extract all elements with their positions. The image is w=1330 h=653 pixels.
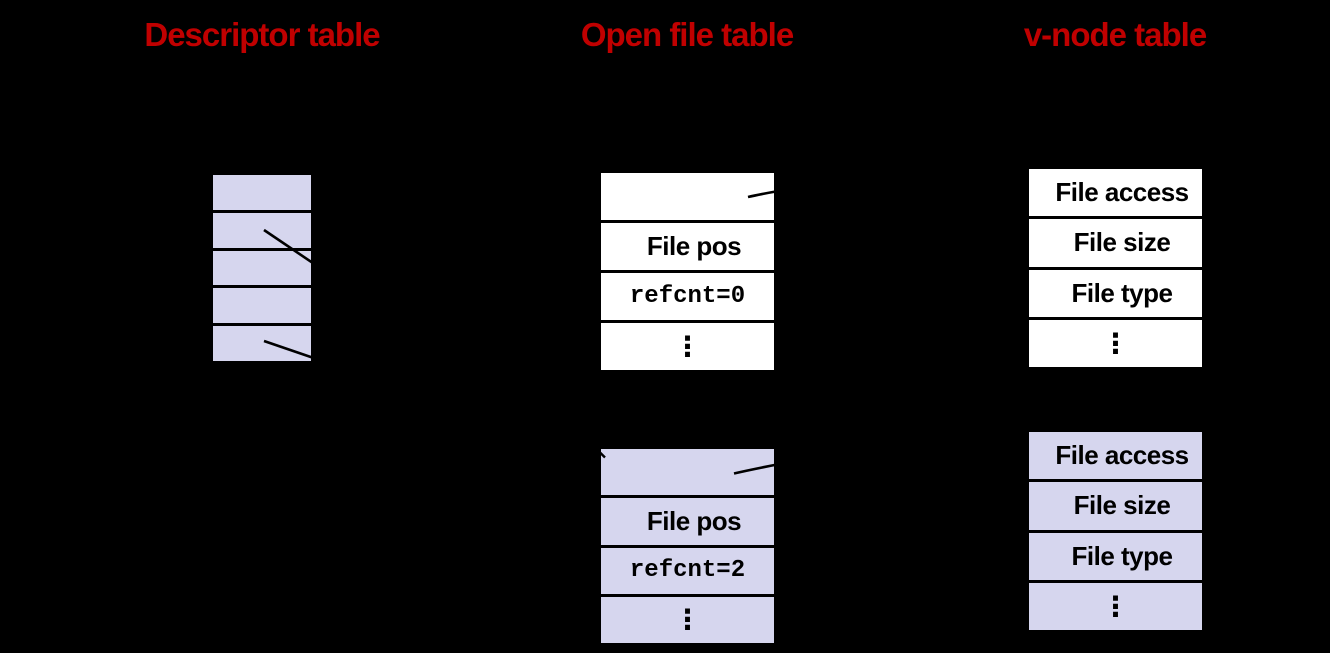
vnode-table-a: File access File size File type ⋮: [1027, 167, 1204, 369]
vnode-table-heading: v-node table: [1023, 16, 1207, 53]
open-file-a-refcnt-cell: refcnt=0: [601, 273, 774, 320]
open-file-b-ellipsis-cell: ⋮: [601, 596, 774, 643]
vnode-a-file-size-cell: File size: [1029, 219, 1202, 267]
vnode-table-b: File access File size File type ⋮: [1027, 430, 1204, 632]
open-file-b-to-vnode-b-arrow: [733, 422, 1030, 475]
open-file-table-a: File pos refcnt=0 ⋮: [599, 171, 776, 372]
open-file-table-heading: Open file table: [580, 16, 794, 53]
open-file-b-filepos-cell: File pos: [601, 498, 774, 545]
descriptor-row-fd1: [213, 212, 311, 248]
fd1-to-open-file-b-arrow: [263, 228, 598, 457]
descriptor-row-fd0: [213, 175, 311, 210]
fd4-to-open-file-b-arrow: [263, 339, 598, 457]
descriptor-table-heading: Descriptor table: [144, 16, 380, 53]
vnode-b-file-size-cell: File size: [1029, 482, 1202, 530]
open-file-a-filepos-cell: File pos: [601, 223, 774, 270]
open-file-a-info-cell: [601, 173, 774, 220]
descriptor-row-fd3: [213, 288, 311, 324]
open-file-b-info-cell: [601, 449, 774, 496]
descriptor-row-fd4: [213, 326, 311, 361]
vnode-a-file-type-cell: File type: [1029, 269, 1202, 317]
vnode-a-ellipsis-cell: ⋮: [1029, 319, 1202, 367]
vnode-b-file-type-cell: File type: [1029, 532, 1202, 580]
open-file-table-b: File pos refcnt=2 ⋮: [599, 447, 776, 645]
open-file-a-to-vnode-a-arrow: [747, 158, 1030, 199]
vnode-b-ellipsis-cell: ⋮: [1029, 582, 1202, 630]
vnode-b-file-access-cell: File access: [1029, 432, 1202, 480]
open-file-a-ellipsis-cell: ⋮: [601, 323, 774, 370]
descriptor-row-fd2: [213, 250, 311, 286]
open-file-b-refcnt-cell: refcnt=2: [601, 547, 774, 594]
descriptor-table: [211, 173, 313, 363]
vnode-a-file-access-cell: File access: [1029, 169, 1202, 217]
